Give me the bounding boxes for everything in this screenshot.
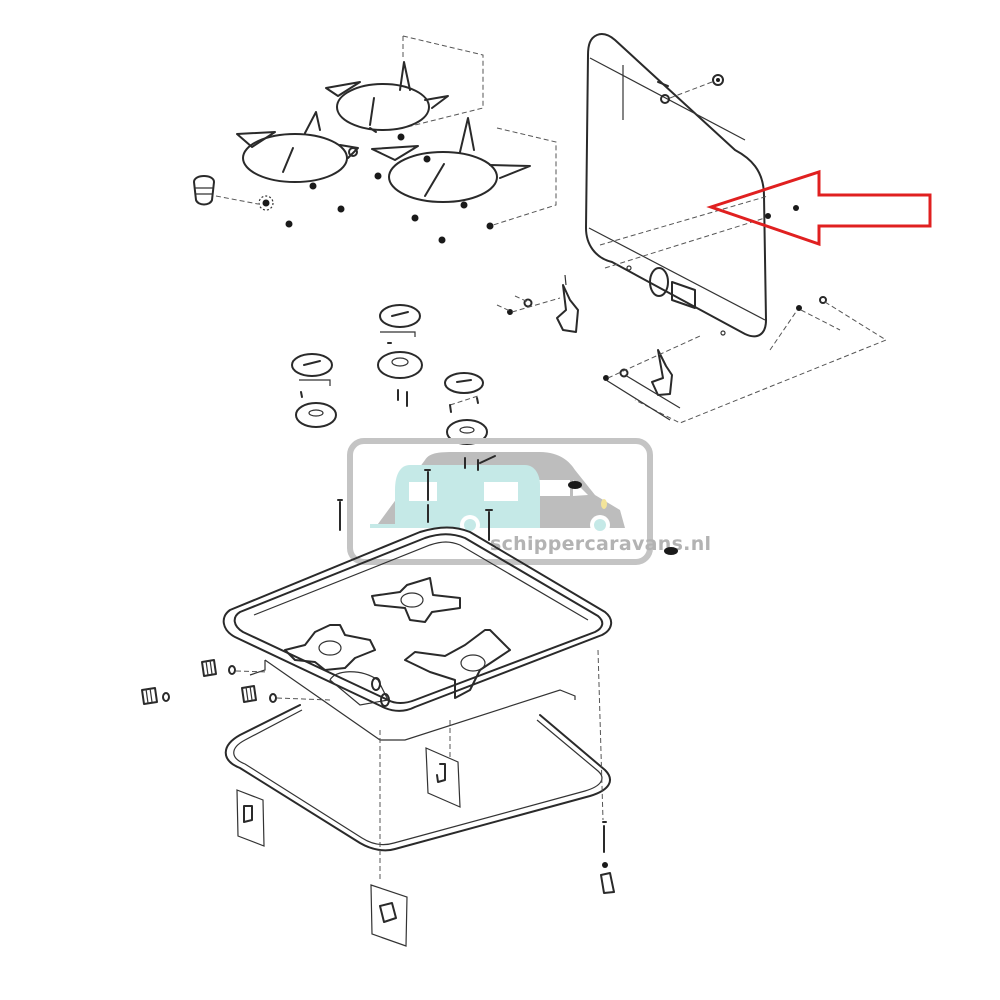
pan-support-top [325,61,449,133]
seal-gasket [224,704,611,852]
highlight-arrow [706,169,932,247]
control-knob-1 [201,659,269,677]
watermark-logo: schippercaravans.nl [347,438,711,565]
pan-support-right [371,117,531,203]
hob-tray [222,526,613,741]
caravan-icon [395,465,540,528]
mounting-clip-4 [600,821,615,894]
burner-cap-right [444,372,484,413]
support-feet [285,133,494,244]
knob-bush [193,175,274,211]
control-knobs [141,659,331,705]
burner-screws [337,455,678,555]
mounting-clips [236,649,615,947]
burner-flange-right [404,629,511,699]
pan-support-left [236,111,359,183]
hinge-right [603,335,701,421]
burner-center [377,351,423,407]
glass-lid [585,33,888,424]
burner-cap-center [379,304,421,344]
lid-hinges [496,274,701,421]
burner-flange-left [284,624,376,671]
mounting-clip-3 [370,884,408,947]
control-knob-2 [141,687,170,705]
watermark-text: schippercaravans.nl [490,533,711,555]
watermark-frame [347,438,653,565]
mounting-clip-2 [236,789,265,847]
control-knob-3 [241,685,331,703]
burner-cap-left [291,353,333,398]
burner-assemblies [291,304,488,445]
pan-supports [236,35,557,244]
burner-flange-top [371,577,461,623]
mounting-clip-1 [425,747,461,808]
burner-left [295,402,337,428]
hinge-left [496,274,579,333]
